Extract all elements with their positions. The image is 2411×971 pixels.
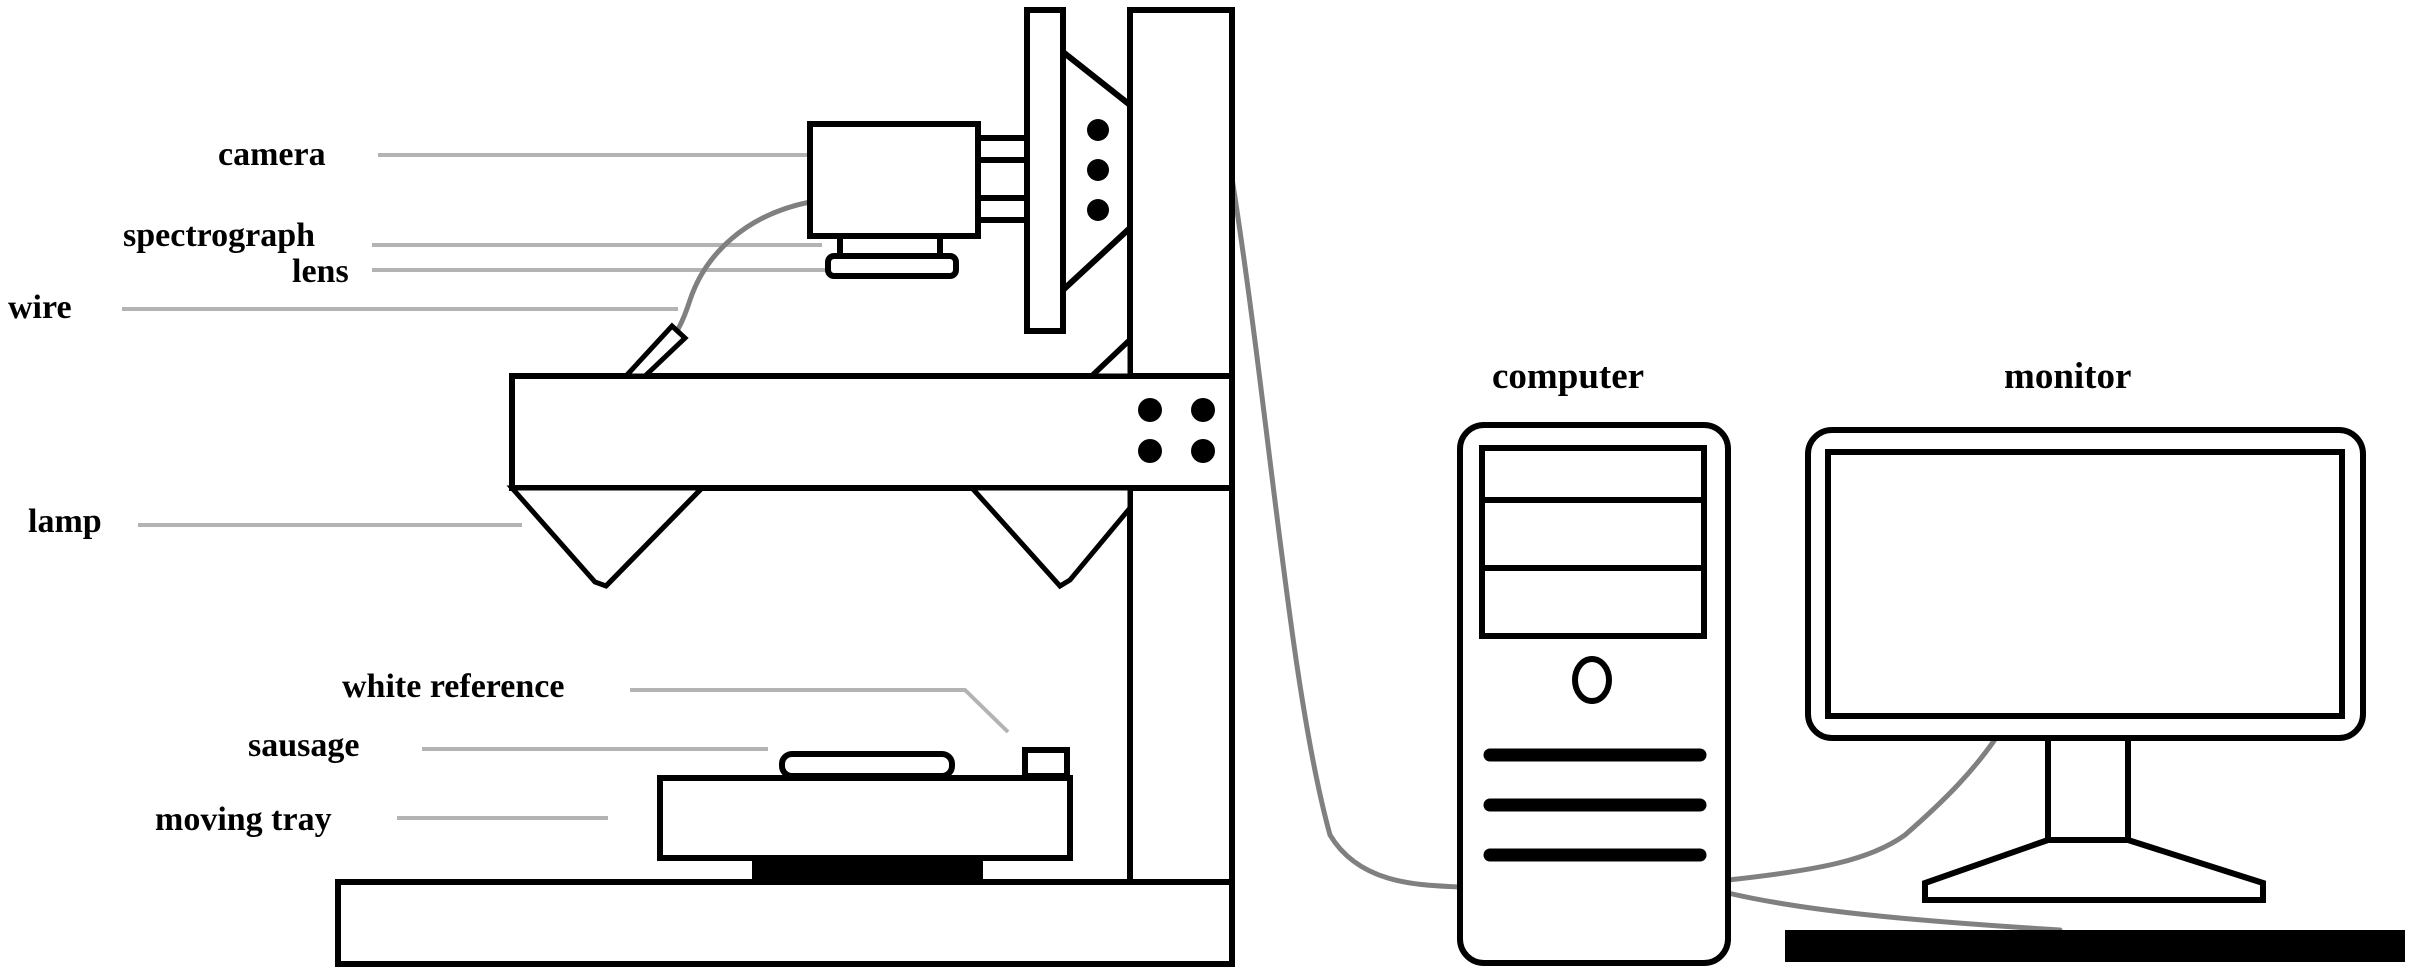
top-right-lamp bbox=[1085, 334, 1133, 379]
left-lamp bbox=[506, 485, 708, 589]
tray-slider bbox=[752, 855, 983, 885]
sample-tray-assembly bbox=[657, 747, 1073, 885]
bracket-bolt-2 bbox=[1087, 159, 1109, 181]
lamps bbox=[506, 322, 1133, 590]
white-reference-label: white reference bbox=[342, 668, 564, 705]
lamp-label: lamp bbox=[28, 503, 102, 540]
arm-bolt-4 bbox=[1191, 439, 1215, 463]
camera-label: camera bbox=[218, 136, 326, 173]
power-button bbox=[1572, 656, 1612, 704]
camera-assembly bbox=[807, 121, 1030, 279]
monitor-label: monitor bbox=[2004, 356, 2131, 397]
top-lamp bbox=[620, 322, 689, 379]
labels: camera spectrograph lens wire lamp white… bbox=[8, 136, 2131, 838]
lens-body bbox=[825, 253, 959, 279]
bracket-bolt-3 bbox=[1087, 199, 1109, 221]
leader-lines bbox=[122, 153, 1010, 820]
base-plate bbox=[335, 879, 1235, 967]
camera-mounting-plate bbox=[1024, 7, 1066, 334]
drive-bay-1 bbox=[1479, 445, 1707, 503]
right-lamp bbox=[966, 485, 1133, 590]
white-reference-leader-line bbox=[630, 688, 1010, 734]
imaging-stand bbox=[335, 7, 1235, 967]
arm-bolt-2 bbox=[1191, 398, 1215, 422]
horizontal-arm bbox=[509, 373, 1235, 491]
spectrograph-label: spectrograph bbox=[123, 217, 315, 254]
moving-tray bbox=[657, 775, 1073, 861]
monitor-stand-foot bbox=[1922, 837, 2266, 903]
camera-wire-cable bbox=[665, 199, 813, 348]
moving-tray-label: moving tray bbox=[155, 801, 332, 838]
camera-body bbox=[807, 121, 981, 239]
lens-label: lens bbox=[292, 253, 349, 290]
arm-bolt-1 bbox=[1138, 398, 1162, 422]
white-reference bbox=[1022, 747, 1070, 779]
computer-tower bbox=[1457, 422, 1731, 966]
desk-surface bbox=[1785, 930, 2405, 962]
computer-to-desk-cable bbox=[1725, 890, 2063, 933]
sausage bbox=[779, 751, 955, 779]
computer-label: computer bbox=[1492, 356, 1644, 397]
sausage-label: sausage bbox=[248, 727, 359, 764]
arm-bolt-3 bbox=[1138, 439, 1162, 463]
bracket-bolt-1 bbox=[1087, 119, 1109, 141]
computer-to-monitor-cable bbox=[1725, 729, 2003, 883]
camera-connector-top bbox=[975, 135, 1030, 163]
drive-bay-3 bbox=[1479, 565, 1707, 639]
bolts bbox=[1087, 119, 1215, 463]
wire-label: wire bbox=[8, 289, 72, 326]
monitor-neck bbox=[2045, 735, 2131, 843]
monitor-screen bbox=[1825, 449, 2345, 719]
left-lamp-edge bbox=[604, 486, 704, 588]
stand-to-computer-cable bbox=[1229, 175, 1463, 890]
drive-bay-2 bbox=[1479, 497, 1707, 571]
monitor bbox=[1805, 427, 2366, 903]
camera-connector-bottom bbox=[975, 195, 1030, 223]
